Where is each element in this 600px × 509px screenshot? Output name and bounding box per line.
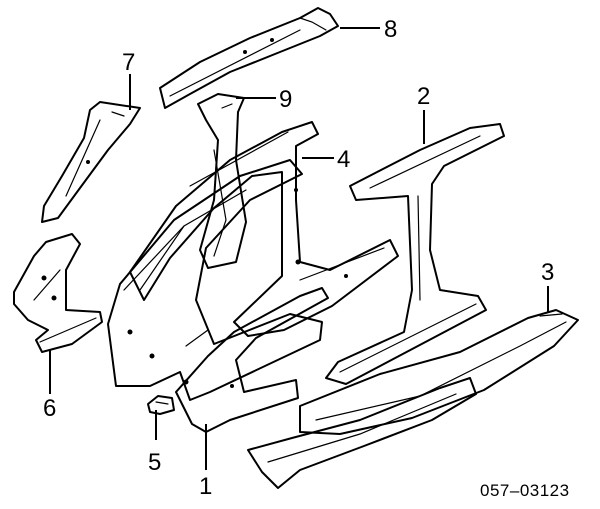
part-5-bracket xyxy=(147,395,175,415)
callout-4: 4 xyxy=(337,146,350,173)
part-8-roof-side-rail xyxy=(159,7,339,109)
callout-2: 2 xyxy=(417,83,430,110)
reference-code: 057–03123 xyxy=(480,481,570,500)
part-4-inner-side-frame xyxy=(129,121,399,337)
part-1-outer-body-side xyxy=(107,159,477,489)
part-7-front-pillar-reinforcement xyxy=(41,101,141,223)
leader-lines xyxy=(49,27,549,470)
part-3-side-sill xyxy=(299,309,579,435)
callout-8: 8 xyxy=(384,16,397,43)
callout-3: 3 xyxy=(541,259,554,286)
callout-1: 1 xyxy=(199,473,212,500)
part-2-center-pillar-outer xyxy=(325,123,505,385)
callout-7: 7 xyxy=(122,49,135,76)
callout-9: 9 xyxy=(279,86,292,113)
callout-5: 5 xyxy=(148,449,161,476)
callout-6: 6 xyxy=(43,395,56,422)
part-6-front-hinge-pillar xyxy=(13,233,103,353)
